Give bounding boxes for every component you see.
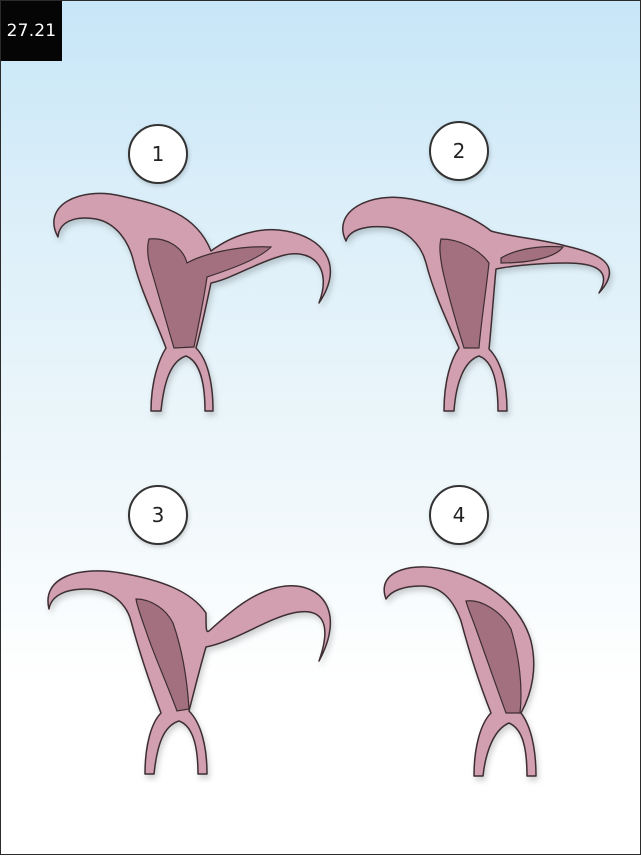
uterus-illustration-2 xyxy=(343,197,610,411)
panel-label-badge-2: 2 xyxy=(429,121,489,181)
panel-label-4: 4 xyxy=(453,503,466,527)
panel-label-3: 3 xyxy=(152,503,165,527)
panel-label-badge-4: 4 xyxy=(429,485,489,545)
uterus-illustration-3 xyxy=(48,571,330,774)
panel-label-badge-1: 1 xyxy=(128,124,188,184)
panel-label-badge-3: 3 xyxy=(128,485,188,545)
panel-label-1: 1 xyxy=(152,142,165,166)
figure-number: 27.21 xyxy=(7,21,57,41)
uterus-illustration-1 xyxy=(54,193,331,411)
figure-number-tag: 27.21 xyxy=(1,1,62,61)
uterus-illustration-4 xyxy=(384,567,536,776)
panel-label-2: 2 xyxy=(453,139,466,163)
